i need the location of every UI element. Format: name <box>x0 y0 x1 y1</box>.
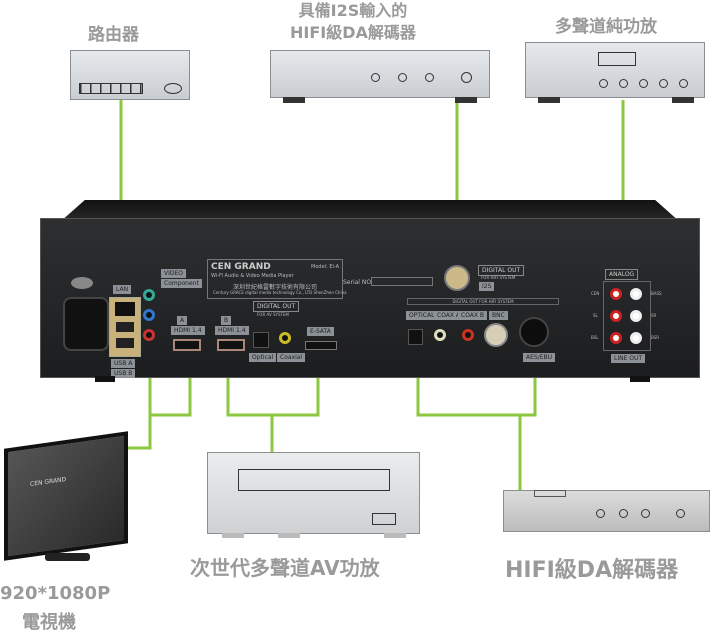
i2s-tag: I2S <box>479 282 495 291</box>
coaxial-tag: Coaxial <box>277 353 306 362</box>
hdmi-a-tag: A <box>177 316 188 325</box>
ch-sr: SR <box>651 313 657 318</box>
analog-tag: ANALOG <box>605 269 639 280</box>
esata-tag: E-SATA <box>307 327 334 336</box>
unit-foot <box>630 376 650 382</box>
tv-link <box>126 375 192 450</box>
router-led-icon <box>164 83 182 94</box>
router-device <box>70 50 190 100</box>
for-av-system-label: FOR AV SYSTEM <box>257 312 289 317</box>
sr-jack[interactable] <box>630 310 642 322</box>
usb-a-tag: USB A <box>111 359 136 368</box>
av-amp-link <box>226 375 320 452</box>
hifi-dac-device <box>503 490 710 532</box>
coax-b-jack[interactable] <box>462 329 474 341</box>
ch-sl: SL <box>593 313 598 318</box>
ch-bsl: BSL <box>591 335 599 340</box>
digital-out-hifi-tag: DIGITAL OUT <box>478 265 525 276</box>
bnc-port[interactable] <box>484 323 508 347</box>
esata-port[interactable] <box>305 341 337 350</box>
lan-usb-block[interactable] <box>109 297 141 357</box>
analog-out-block <box>603 281 651 351</box>
component-tag: Component <box>161 279 202 288</box>
unit-top <box>60 200 680 222</box>
tv-label-line2: 電視機 <box>22 612 76 633</box>
hdmi-b-label: HDMI 1.4 <box>215 326 249 335</box>
sl-jack[interactable] <box>610 310 622 322</box>
optical-tag: Optical <box>249 353 277 362</box>
i2s-dac-label-line1: 具備I2S輸入的 <box>298 1 408 20</box>
video-y-jack[interactable] <box>143 289 155 301</box>
fuse-icon <box>71 277 93 289</box>
unit-foot <box>95 376 115 382</box>
tv-screen-brand: CEN GRAND <box>30 475 67 489</box>
amp-label: 多聲道純功放 <box>555 17 657 37</box>
video-tag: VIDEO <box>161 269 187 278</box>
rear-panel: LAN USB A USB B VIDEO Component CEN GRAN… <box>40 218 700 378</box>
company-en: Century GRACE digital media technology C… <box>213 290 347 295</box>
serial-label: Serial NO. <box>343 279 373 286</box>
video-pb-jack[interactable] <box>143 309 155 321</box>
serial-field <box>371 277 433 286</box>
coax-a-jack[interactable] <box>434 329 446 341</box>
ch-bass: BASS <box>651 291 662 296</box>
optical-port[interactable] <box>253 332 269 348</box>
bsr-jack[interactable] <box>630 332 642 344</box>
bass-jack[interactable] <box>630 288 642 300</box>
router-label: 路由器 <box>88 25 139 45</box>
digital-out-av-tag: DIGITAL OUT <box>253 301 300 312</box>
i2s-connector[interactable] <box>444 265 470 291</box>
i2s-dac-label-line2: HIFI級DA解碼器 <box>290 23 416 42</box>
coaxial-jack[interactable] <box>279 332 291 344</box>
hdmi-b-port[interactable] <box>217 339 245 351</box>
lan-tag: LAN <box>113 285 132 294</box>
power-inlet <box>63 297 109 351</box>
ch-cen: CEN <box>591 291 600 296</box>
aes-ebu-tag: AES/EBU <box>523 353 556 362</box>
tv-screen: CEN GRAND <box>4 431 128 561</box>
hifi-dac-link <box>416 375 537 490</box>
nameplate: CEN GRAND Model: Ei-A Wi-Fi Audio & Vide… <box>207 259 347 299</box>
aes-ebu-port[interactable] <box>519 317 549 347</box>
tv-stand <box>45 553 90 561</box>
amp-device <box>525 42 705 103</box>
ch-bsr: BSR <box>651 335 659 340</box>
router-ports <box>79 83 143 94</box>
cen-jack[interactable] <box>610 288 622 300</box>
company-cn: 深圳世紀格雷數字技術有限公司 <box>233 284 318 291</box>
model: Model: Ei-A <box>311 264 339 270</box>
digital-out-hifi-bar: DIGITAL OUT FOR HIFI SYSTEM <box>407 298 559 305</box>
optical2-port[interactable] <box>408 329 423 345</box>
video-pr-jack[interactable] <box>143 329 155 341</box>
av-amp-device <box>207 452 420 538</box>
usb-b-tag: USB B <box>111 369 136 378</box>
coax-b-tag: COAX B <box>458 311 488 320</box>
i2s-dac-label: 具備I2S輸入的 HIFI級DA解碼器 <box>290 0 416 44</box>
av-amp-label: 次世代多聲道AV功放 <box>190 556 380 580</box>
hdmi-a-port[interactable] <box>173 339 201 351</box>
subtitle: Wi-Fi Audio & Video Media Player <box>211 273 294 279</box>
tv-label-line1: 920*1080P <box>0 583 111 604</box>
for-hifi-system-label: FOR HIFI SYSTEM <box>481 275 516 280</box>
bnc-tag: BNC <box>489 311 508 320</box>
hdmi-b-tag: B <box>221 316 232 325</box>
line-out-tag: LINE OUT <box>611 354 646 363</box>
hdmi-a-label: HDMI 1.4 <box>171 326 205 335</box>
coax-a-tag: COAX A <box>434 311 464 320</box>
i2s-dac-device <box>270 50 490 103</box>
optical2-tag: OPTICAL <box>406 311 438 320</box>
bsl-jack[interactable] <box>610 332 622 344</box>
hifi-dac-label: HIFI級DA解碼器 <box>505 558 679 583</box>
brand: CEN GRAND <box>211 262 271 272</box>
